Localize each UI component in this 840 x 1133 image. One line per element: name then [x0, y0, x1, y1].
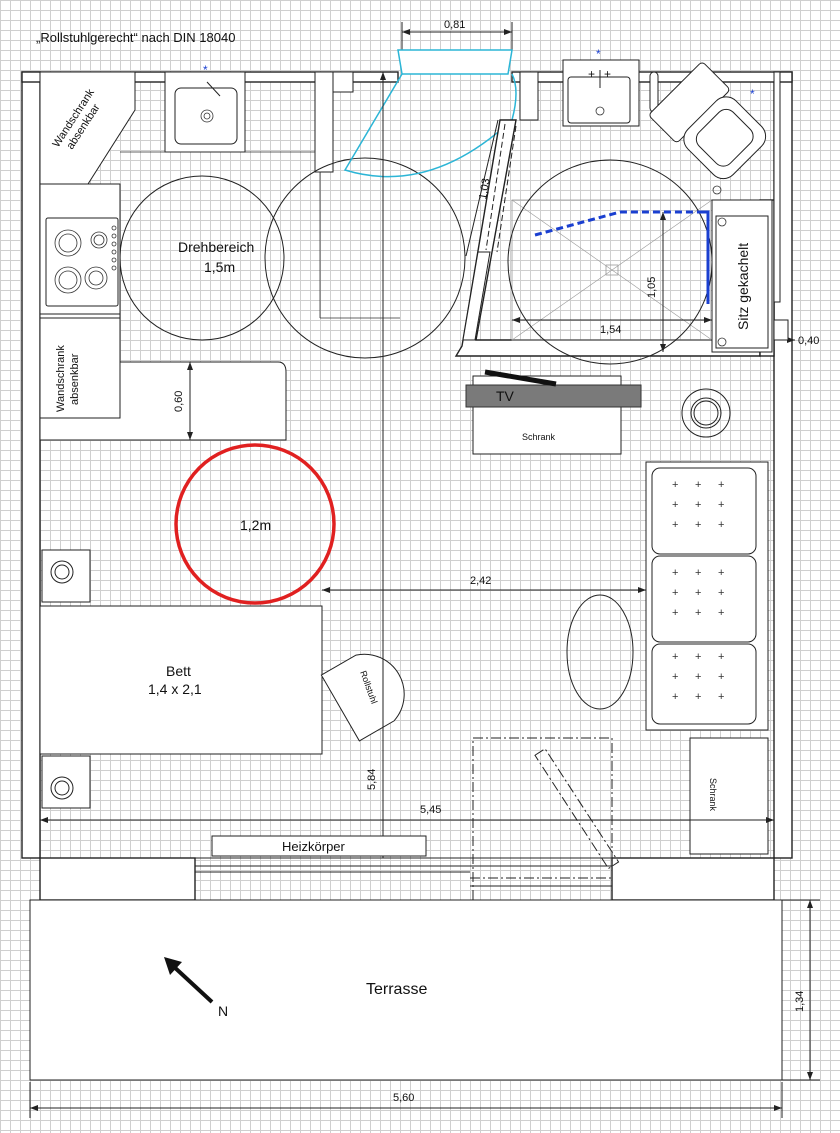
tv-cabinet-label: Schrank	[522, 432, 556, 442]
bed-area: Bett 1,4 x 2,1 Rollstuhl	[39, 549, 405, 809]
cushion-star-icon: +	[672, 479, 678, 491]
right-cabinet-label: Schrank	[708, 778, 718, 812]
cushion-star-icon: +	[718, 519, 724, 531]
door-width-label: 0,81	[444, 19, 465, 31]
cushion-star-icon: +	[718, 587, 724, 599]
shower-width-label: 1,54	[600, 324, 621, 336]
bed	[39, 605, 323, 755]
shower-depth-label: 1,05	[646, 277, 658, 298]
total-width-label: 5,60	[393, 1092, 414, 1104]
room-width-label: 5,45	[420, 804, 441, 816]
turning-circle-kitchen	[119, 175, 285, 341]
kitchen: Wandschrank absenkbar * Wandschrank abse…	[39, 63, 400, 441]
turning-area-label: Drehbereich	[178, 239, 254, 255]
cushion-star-icon: +	[718, 479, 724, 491]
sofa: + + + + + + + + + + + + + + + + + + + + + + + + + + +	[566, 461, 769, 731]
svg-text:+: +	[604, 67, 611, 81]
cushion-star-icon: +	[695, 587, 701, 599]
plan-title: „Rollstuhlgerecht“ nach DIN 18040	[36, 30, 235, 45]
svg-text:+: +	[588, 67, 595, 81]
cushion-star-icon: +	[672, 671, 678, 683]
shower-door-label: 1,03	[477, 177, 493, 200]
entry-door: 0,81	[343, 19, 539, 178]
cushion-star-icon: +	[718, 671, 724, 683]
turning-areas: Drehbereich 1,5m 1,2m	[119, 157, 466, 605]
cushion-star-icon: +	[695, 479, 701, 491]
cushion-star-icon: +	[695, 519, 701, 531]
bed-size: 1,4 x 2,1	[148, 681, 202, 697]
tv-furniture: TV Schrank	[465, 369, 731, 455]
north-arrow-label: N	[218, 1003, 228, 1019]
red-circle-label: 1,2m	[240, 517, 271, 533]
seat-label: Sitz gekachelt	[735, 243, 751, 330]
cushion-star-icon: +	[672, 651, 678, 663]
cushion-star-icon: +	[695, 691, 701, 703]
bathroom: 1,03 + + * * 1,05	[454, 47, 819, 365]
terrace-label: Terrasse	[366, 981, 427, 998]
cushion-star-icon: +	[695, 567, 701, 579]
wall-cabinet-mid-label-2: absenkbar	[69, 353, 81, 405]
cushion-star-icon: +	[718, 607, 724, 619]
terrace: Terrasse N 1,34 5,60	[29, 899, 820, 1118]
cushion-star-icon: +	[672, 587, 678, 599]
cushion-star-icon: +	[718, 651, 724, 663]
cushion-star-icon: +	[718, 691, 724, 703]
star-marker-bath-sink: *	[596, 47, 601, 61]
star-marker-toilet: *	[750, 87, 755, 101]
cushion-star-icon: +	[672, 567, 678, 579]
bed-label: Bett	[166, 663, 191, 679]
cushion-star-icon: +	[695, 671, 701, 683]
room-depth-label: 5,84	[366, 769, 378, 790]
cushion-star-icon: +	[718, 567, 724, 579]
star-marker: *	[203, 63, 208, 77]
clearance-label: 2,42	[470, 575, 491, 587]
terrace-depth-label: 1,34	[794, 991, 806, 1012]
cushion-star-icon: +	[672, 519, 678, 531]
seat-depth-label: 0,40	[798, 335, 819, 347]
turning-circle-door	[264, 157, 466, 359]
turning-circle-red	[174, 443, 336, 605]
cushion-star-icon: +	[695, 607, 701, 619]
tv-label: TV	[496, 388, 515, 404]
cushion-star-icon: +	[672, 691, 678, 703]
cushion-star-icon: +	[695, 499, 701, 511]
wall-cabinet-mid-label-1: Wandschrank	[55, 345, 67, 412]
radiator	[211, 835, 427, 857]
counter-depth-label: 0,60	[173, 391, 185, 412]
radiator-label: Heizkörper	[282, 839, 346, 854]
turning-area-size: 1,5m	[204, 259, 235, 275]
cushion-star-icon: +	[672, 499, 678, 511]
cushion-star-icon: +	[672, 607, 678, 619]
cushion-star-icon: +	[695, 651, 701, 663]
cushion-star-icon: +	[718, 499, 724, 511]
